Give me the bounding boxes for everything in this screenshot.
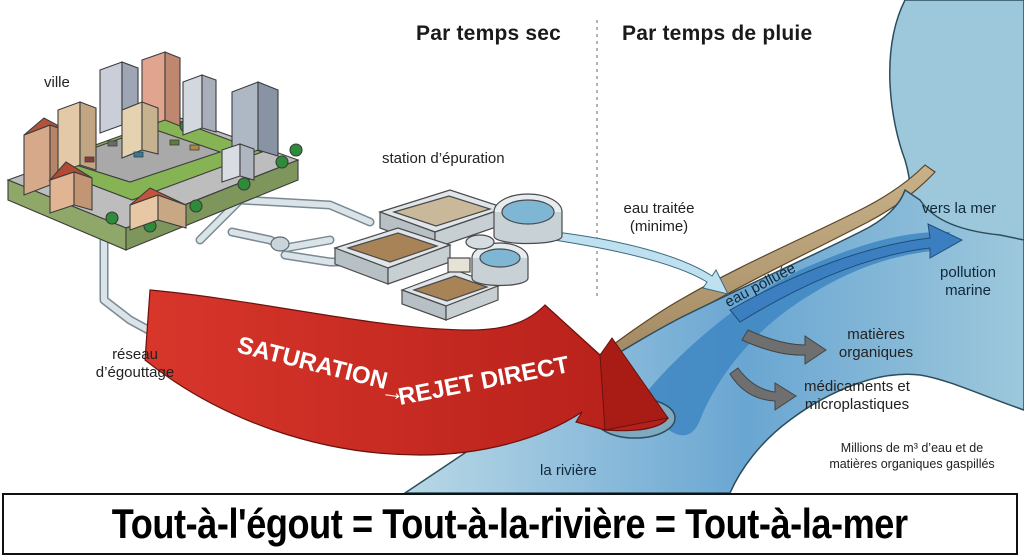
label-river: la rivière: [540, 462, 597, 479]
label-treated-line1: eau traitée: [623, 200, 695, 217]
label-marine-pollution: pollution marine: [928, 264, 1008, 300]
label-treatment-plant: station d’épuration: [382, 150, 505, 167]
treatment-plant: [333, 189, 563, 321]
label-pollution-line2: marine: [945, 282, 991, 299]
overflow-arrow: [144, 289, 669, 456]
waste-note-line2: matières organiques gaspillés: [829, 457, 995, 472]
label-sewer-network: réseau d’égouttage: [80, 346, 190, 382]
slogan-text: Tout-à-l'égout = Tout-à-la-rivière = Tou…: [112, 500, 908, 547]
header-dry-weather: Par temps sec: [416, 22, 562, 45]
label-organic-matter: matières organiques: [826, 326, 926, 362]
label-organic-line2: organiques: [838, 344, 914, 361]
sea-flow-arrow: [729, 223, 964, 323]
label-treated-water: eau traitée (minime): [604, 200, 714, 236]
label-drugs-microplastics: médicaments et microplastiques: [792, 378, 922, 414]
arrow-connector-icon: →: [379, 377, 407, 407]
city: [6, 51, 303, 251]
label-network-line2: d’égouttage: [95, 364, 175, 381]
label-meds-line1: médicaments et: [804, 378, 910, 395]
label-network-line1: réseau: [112, 346, 158, 363]
label-city: ville: [44, 74, 70, 91]
polluted-plume: [640, 231, 950, 436]
organic-arrow: [741, 329, 827, 365]
label-treated-line2: (minime): [629, 218, 689, 235]
label-pollution-line1: pollution: [940, 264, 996, 281]
meds-arrow: [729, 367, 797, 411]
waste-note: Millions de m³ d’eau et de matières orga…: [807, 440, 1017, 473]
label-to-sea: vers la mer: [922, 200, 997, 217]
label-organic-line1: matières: [847, 326, 905, 343]
label-meds-line2: microplastiques: [804, 396, 910, 413]
header-rainy-weather: Par temps de pluie: [622, 22, 813, 45]
slogan-banner: Tout-à-l'égout = Tout-à-la-rivière = Tou…: [2, 493, 1018, 555]
waste-note-line1: Millions de m³ d’eau et de: [840, 441, 984, 455]
treated-water-arrow: [553, 231, 729, 295]
